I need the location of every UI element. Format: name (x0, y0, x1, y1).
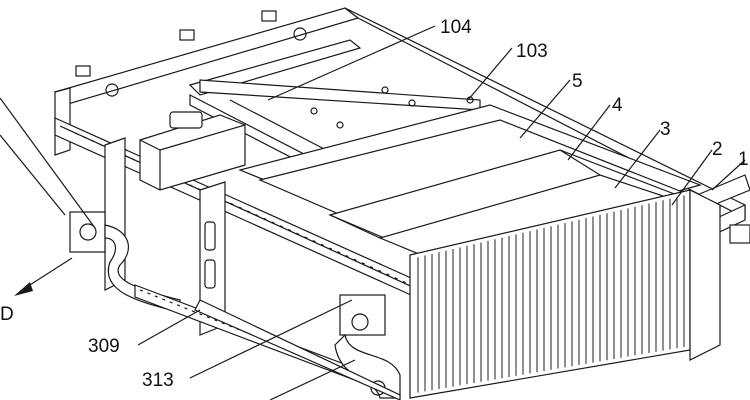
leader-lines (0, 25, 746, 400)
label-313: 313 (142, 370, 174, 391)
fin-array (417, 195, 685, 393)
finned-block (409, 189, 721, 399)
reference-labels: 104 103 5 4 3 2 1 309 313 D (0, 17, 749, 391)
label-D: D (0, 304, 14, 325)
label-5: 5 (572, 71, 583, 92)
pipe-assembly (69, 211, 401, 400)
direction-arrow (14, 257, 73, 296)
label-2: 2 (712, 139, 723, 160)
plate-stack (238, 104, 702, 276)
label-4: 4 (612, 95, 623, 116)
label-1: 1 (738, 149, 749, 170)
label-104: 104 (440, 17, 472, 38)
label-3: 3 (660, 119, 671, 140)
tank-assembly (104, 111, 246, 336)
label-309: 309 (88, 336, 120, 357)
label-103: 103 (516, 41, 548, 62)
